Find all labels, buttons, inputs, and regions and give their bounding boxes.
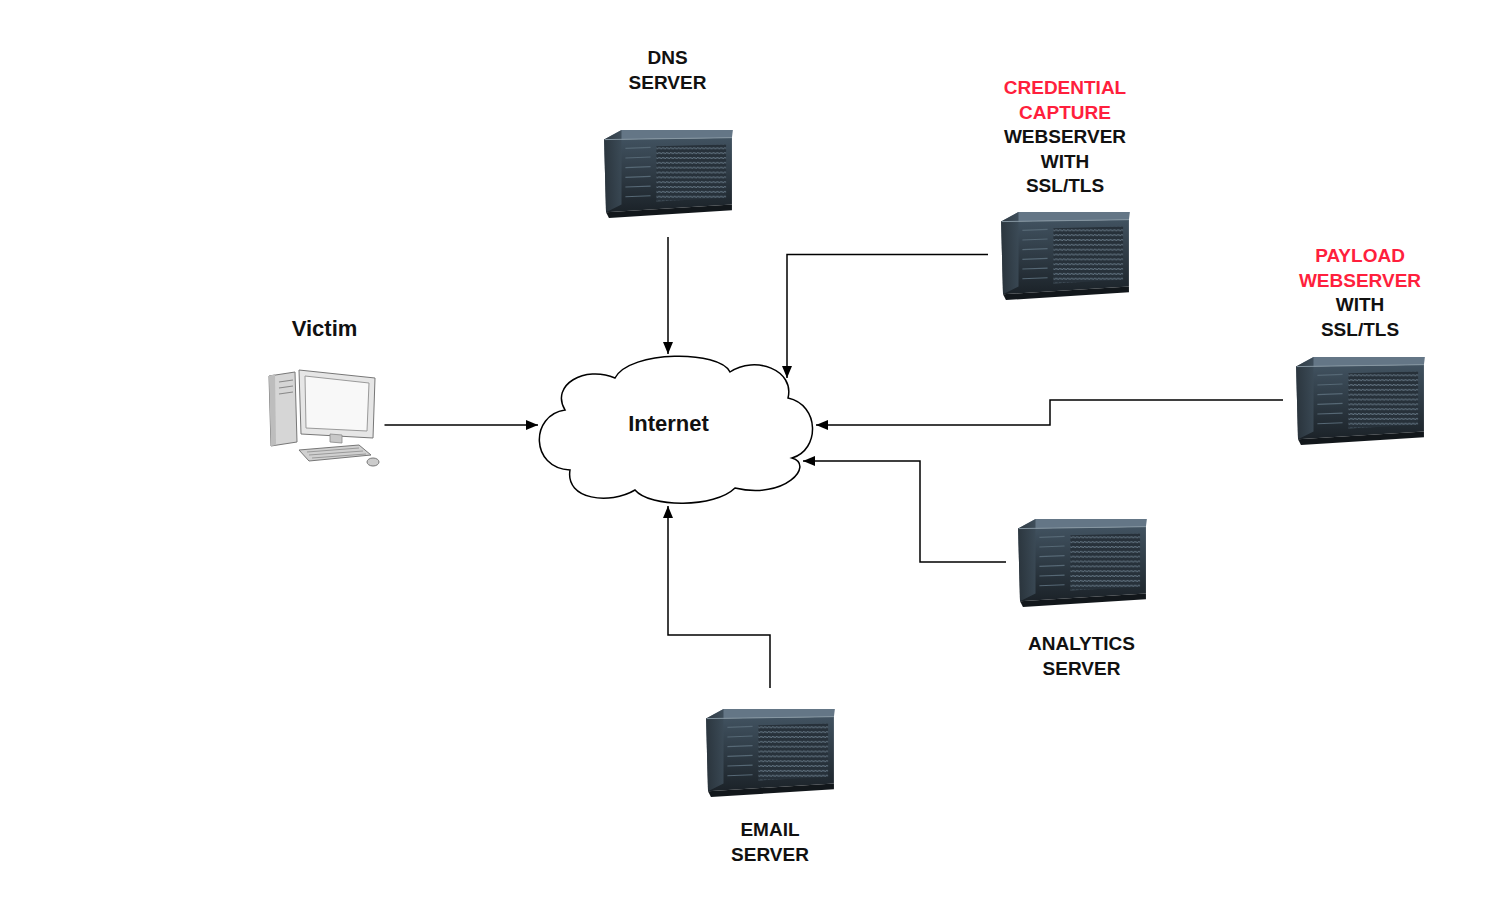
node-label: CREDENTIAL CAPTUREWEBSERVER WITH SSL/TLS (1001, 76, 1129, 199)
server-icon (706, 709, 835, 797)
server-icon (604, 130, 733, 218)
server-icon (996, 209, 1134, 301)
node-text: ANALYTICS SERVER (1018, 632, 1146, 681)
arrow-connector (787, 255, 988, 379)
dns-server: DNS SERVER (595, 46, 740, 219)
node-text: Victim (265, 316, 385, 342)
node-text: CREDENTIAL CAPTURE (1001, 76, 1129, 125)
node-text: PAYLOAD WEBSERVER (1296, 244, 1424, 293)
node-label: Internet (569, 411, 777, 445)
arrow-connector (385, 424, 539, 426)
node-label: PAYLOAD WEBSERVERWITH SSL/TLS (1296, 244, 1424, 342)
server-icon (1013, 516, 1151, 608)
internet-cloud: Internet (530, 350, 815, 505)
credential-server: CREDENTIAL CAPTUREWEBSERVER WITH SSL/TLS (990, 76, 1140, 301)
payload-server: PAYLOAD WEBSERVERWITH SSL/TLS (1285, 244, 1435, 446)
node-text: WEBSERVER WITH SSL/TLS (1001, 125, 1129, 199)
node-label: DNS SERVER (618, 46, 718, 95)
cloud-outline (539, 356, 812, 503)
node-text: EMAIL SERVER (720, 818, 820, 867)
server-icon (1291, 354, 1429, 446)
server-icon (701, 706, 839, 798)
server-icon (1018, 519, 1147, 607)
node-text: DNS SERVER (618, 46, 718, 95)
arrow-connector (667, 237, 669, 354)
arrow-connector (668, 506, 770, 688)
computer-icon (269, 370, 379, 466)
arrow-connector (816, 400, 1283, 425)
server-icon (599, 127, 737, 219)
computer-icon (267, 368, 382, 468)
victim-computer: Victim (261, 316, 389, 468)
server-icon (1296, 357, 1425, 445)
arrow-connector (803, 461, 1006, 562)
analytics-server: ANALYTICS SERVER (1008, 516, 1155, 681)
email-server: EMAIL SERVER (695, 706, 845, 867)
node-text: Internet (569, 411, 769, 437)
node-label: ANALYTICS SERVER (1018, 632, 1146, 681)
node-label: Victim (265, 316, 385, 342)
node-text: WITH SSL/TLS (1296, 293, 1424, 342)
node-label: EMAIL SERVER (720, 818, 820, 867)
server-icon (1001, 211, 1130, 299)
